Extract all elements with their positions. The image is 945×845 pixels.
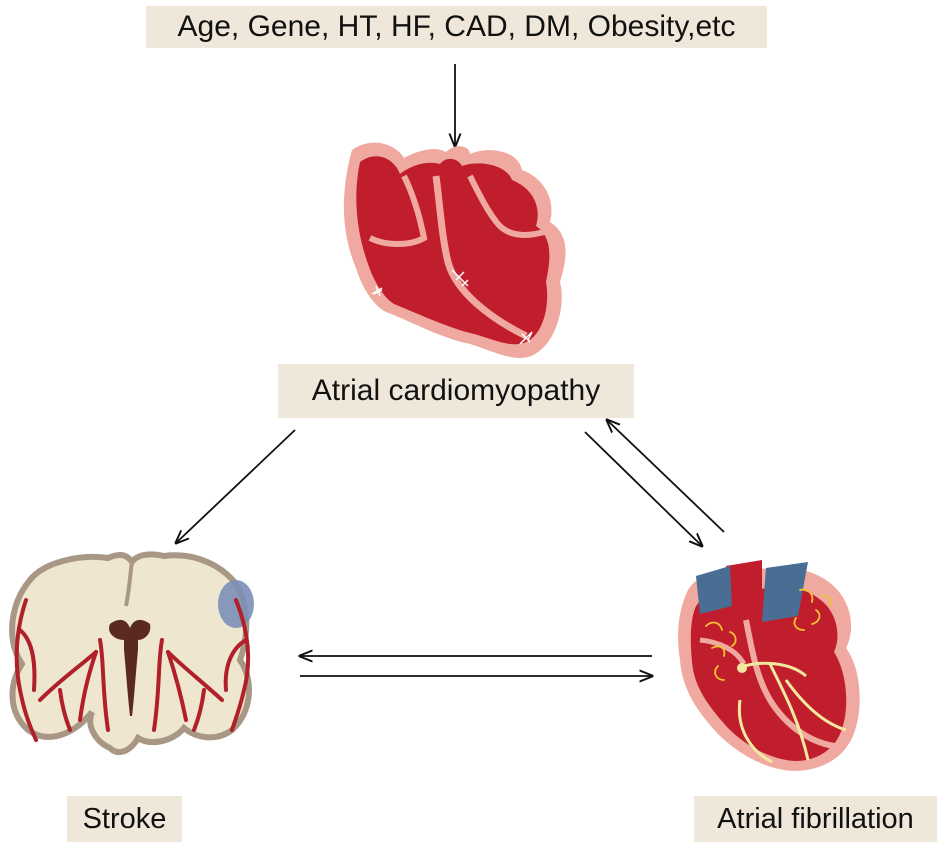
af-av-node — [737, 663, 747, 673]
atrial-cardiomyopathy-text: Atrial cardiomyopathy — [311, 374, 601, 407]
stroke-text: Stroke — [82, 802, 167, 835]
heart-valve-left — [371, 285, 383, 297]
af-conduction-pathway — [737, 661, 847, 764]
af-pulmonary-vein-right — [762, 562, 808, 622]
af-fibrillation-arrows — [705, 588, 832, 681]
atrial-cardiomyopathy-label: Atrial cardiomyopathy — [278, 364, 634, 418]
cardiomyopathy-heart-illustration — [343, 142, 566, 358]
af-heart-chambers — [690, 586, 847, 761]
heart-right-atrium-wall — [368, 174, 428, 247]
af-heart-atrial-wall — [699, 637, 747, 666]
brain-fissure — [124, 559, 134, 607]
brain-ventricles — [109, 619, 151, 716]
heart-valve-center — [451, 269, 469, 287]
arrow-cardiomyopathy-to-stroke — [176, 429, 296, 543]
arrows — [176, 64, 725, 676]
af-heart-septum — [743, 619, 835, 749]
arrow-af-to-cardiomyopathy — [607, 420, 725, 533]
atrial-fibrillation-text: Atrial fibrillation — [717, 802, 914, 835]
risk-factors-label: Age, Gene, HT, HF, CAD, DM, Obesity,etc — [146, 6, 767, 48]
heart-left-atrium-wall — [467, 174, 545, 238]
stroke-label: Stroke — [67, 796, 182, 842]
risk-factors-text: Age, Gene, HT, HF, CAD, DM, Obesity,etc — [177, 10, 736, 43]
stroke-brain-illustration — [9, 551, 254, 756]
brain-vessels — [14, 598, 251, 742]
af-pulmonary-vein-left — [696, 566, 732, 614]
arrow-cardiomyopathy-to-af — [584, 431, 702, 546]
atrial-fibrillation-label: Atrial fibrillation — [694, 796, 937, 842]
af-aorta — [726, 560, 762, 620]
af-heart-illustration — [678, 560, 860, 771]
heart-valve-apex — [519, 331, 533, 345]
heart-chambers — [356, 156, 550, 345]
heart-septum — [432, 175, 528, 340]
